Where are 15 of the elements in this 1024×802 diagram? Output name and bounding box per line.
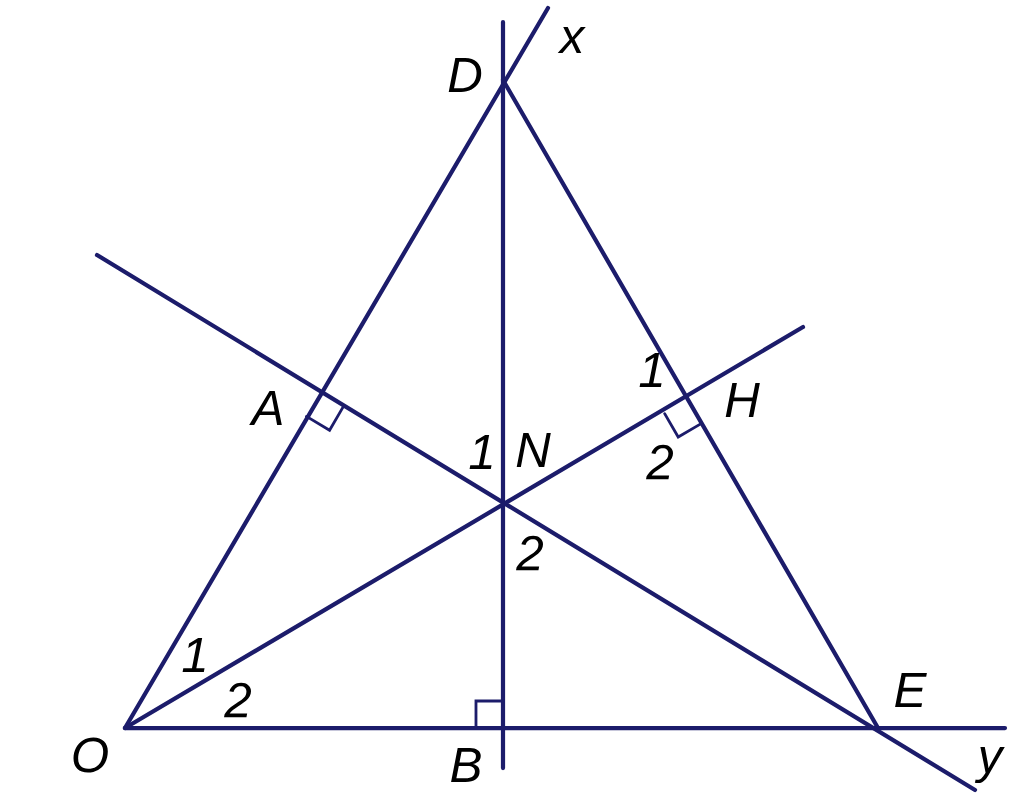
angle-number: 2 [516,535,543,571]
angle-number: 1 [639,353,662,387]
point-label: E [895,673,927,707]
point-label: O [73,737,108,773]
angle-number: 2 [224,682,251,718]
point-label: H [725,383,760,417]
point-label: D [448,58,482,92]
point-label: A [249,391,282,425]
point-label: N [516,433,551,467]
angle-number: 1 [469,435,492,469]
ray-label: x [557,27,586,53]
angle-number: 1 [182,638,205,672]
angle-number: 2 [646,444,673,480]
point-label: B [451,748,481,782]
ray-label: y [974,746,1005,784]
